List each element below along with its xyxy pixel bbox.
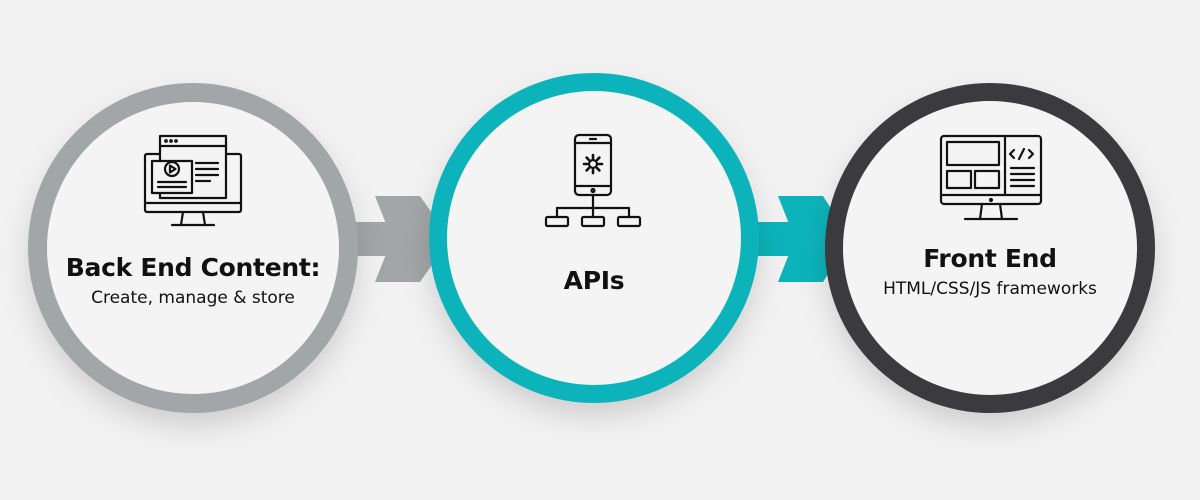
monitor-code-layout-icon — [939, 134, 1043, 221]
node-back-end-circle — [28, 83, 358, 413]
node-apis-title: APIs — [563, 266, 625, 295]
node-apis-label: APIs — [494, 266, 694, 295]
monitor-video-content-icon — [143, 134, 243, 227]
node-front-end-title: Front End — [923, 244, 1057, 273]
node-front-end-label: Front End HTML/CSS/JS frameworks — [840, 244, 1140, 299]
node-apis-circle — [429, 73, 759, 403]
mobile-gear-network-icon — [544, 133, 642, 228]
node-back-end-subtitle: Create, manage & store — [91, 288, 295, 308]
node-back-end-title: Back End Content: — [65, 253, 321, 282]
node-front-end-subtitle: HTML/CSS/JS frameworks — [883, 279, 1097, 299]
node-back-end-label: Back End Content: Create, manage & store — [43, 253, 343, 308]
node-front-end-circle — [825, 83, 1155, 413]
